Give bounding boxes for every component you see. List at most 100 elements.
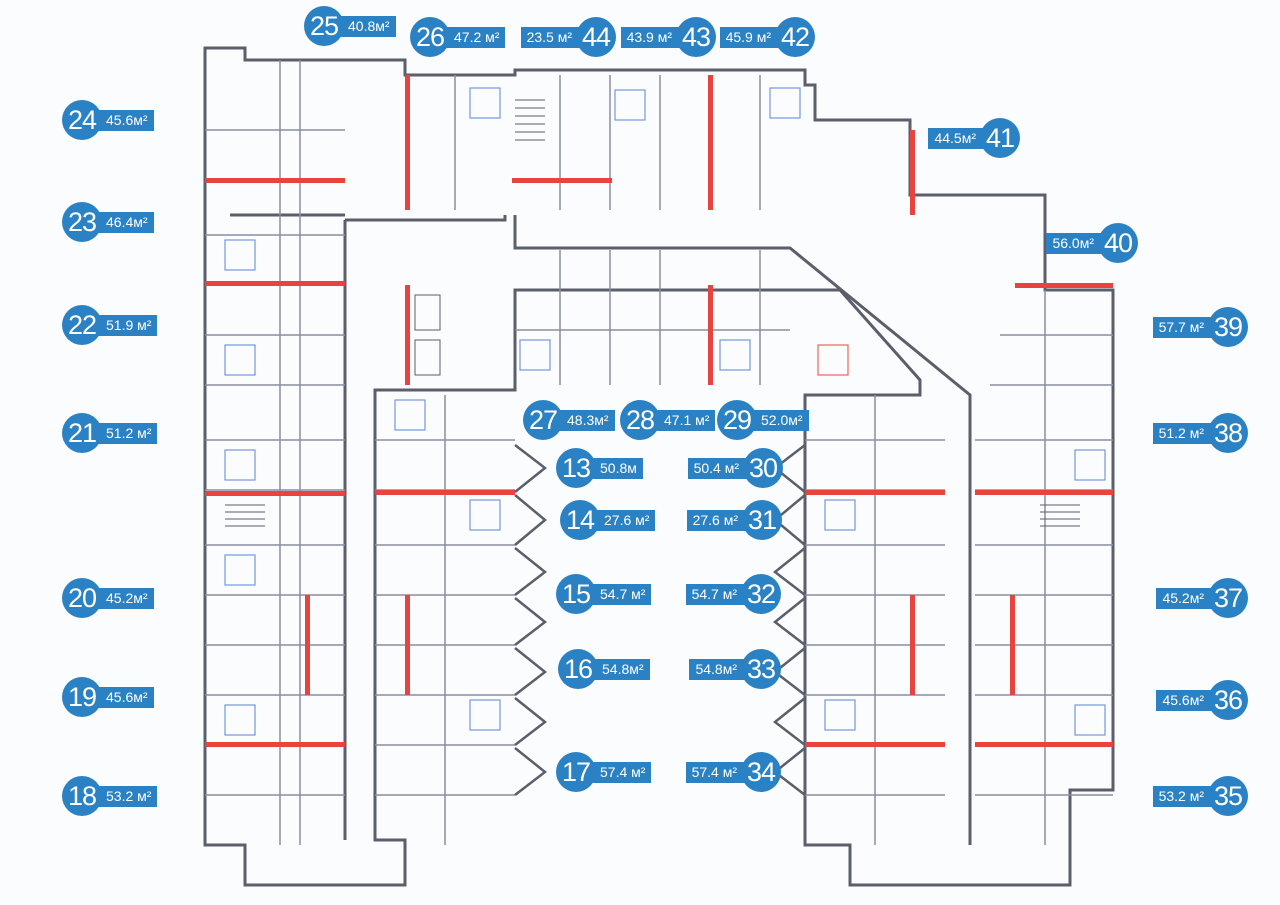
unit-number: 15 [556, 574, 596, 614]
bearing-walls [205, 75, 1113, 747]
unit-area: 53.2 м² [1152, 785, 1212, 807]
furniture [224, 87, 1106, 736]
unit-area: 51.2 м² [98, 422, 158, 444]
unit-number: 22 [62, 305, 102, 345]
unit-area: 57.7 м² [1152, 316, 1212, 338]
unit-number: 41 [980, 118, 1020, 158]
unit-area: 45.6м² [1156, 689, 1212, 711]
unit-area: 40.8м² [340, 15, 396, 37]
unit-area: 45.6м² [98, 109, 154, 131]
unit-number: 42 [775, 17, 815, 57]
unit-number: 31 [742, 500, 782, 540]
unit-number: 40 [1098, 223, 1138, 263]
unit-area: 46.4м² [98, 211, 154, 233]
unit-area: 27.6 м² [596, 509, 656, 531]
unit-area: 44.5м² [928, 127, 984, 149]
unit-area: 54.7 м² [592, 583, 652, 605]
unit-area: 45.6м² [98, 686, 154, 708]
unit-number: 36 [1208, 680, 1248, 720]
unit-area: 50.8м [592, 457, 643, 479]
unit-number: 39 [1208, 307, 1248, 347]
unit-number: 18 [62, 776, 102, 816]
unit-area: 56.0м² [1046, 232, 1102, 254]
interior-walls [205, 60, 1113, 845]
unit-area: 54.8м² [594, 658, 650, 680]
unit-number: 33 [741, 649, 781, 689]
unit-number: 24 [62, 100, 102, 140]
unit-number: 43 [676, 17, 716, 57]
unit-number: 23 [62, 202, 102, 242]
unit-area: 51.9 м² [98, 314, 158, 336]
unit-number: 26 [410, 17, 450, 57]
unit-number: 17 [556, 752, 596, 792]
unit-number: 14 [560, 500, 600, 540]
unit-area: 57.4 м² [592, 761, 652, 783]
unit-number: 20 [62, 578, 102, 618]
unit-area: 43.9 м² [620, 26, 680, 48]
unit-area: 57.4 м² [685, 761, 745, 783]
unit-area: 45.2м² [1156, 587, 1212, 609]
unit-number: 44 [576, 17, 616, 57]
unit-area: 54.8м² [689, 658, 745, 680]
unit-area: 54.7 м² [685, 583, 745, 605]
unit-area: 45.2м² [98, 587, 154, 609]
unit-number: 30 [743, 448, 783, 488]
unit-number: 37 [1208, 578, 1248, 618]
unit-number: 21 [62, 413, 102, 453]
unit-number: 28 [620, 400, 660, 440]
unit-number: 16 [558, 649, 598, 689]
unit-area: 51.2 м² [1152, 422, 1212, 444]
unit-area: 27.6 м² [686, 509, 746, 531]
unit-number: 32 [741, 574, 781, 614]
unit-area: 45.9 м² [719, 26, 779, 48]
unit-number: 34 [741, 752, 781, 792]
unit-number: 38 [1208, 413, 1248, 453]
unit-area: 47.1 м² [656, 409, 716, 431]
unit-area: 50.4 м² [687, 457, 747, 479]
unit-number: 13 [556, 448, 596, 488]
stairwells [225, 99, 1080, 527]
unit-area: 52.0м² [753, 409, 809, 431]
unit-number: 27 [523, 400, 563, 440]
unit-area: 47.2 м² [446, 26, 506, 48]
unit-area: 48.3м² [559, 409, 615, 431]
unit-number: 35 [1208, 776, 1248, 816]
unit-area: 53.2 м² [98, 785, 158, 807]
unit-number: 19 [62, 677, 102, 717]
bay-windows [514, 444, 806, 796]
outer-walls [203, 46, 1115, 887]
